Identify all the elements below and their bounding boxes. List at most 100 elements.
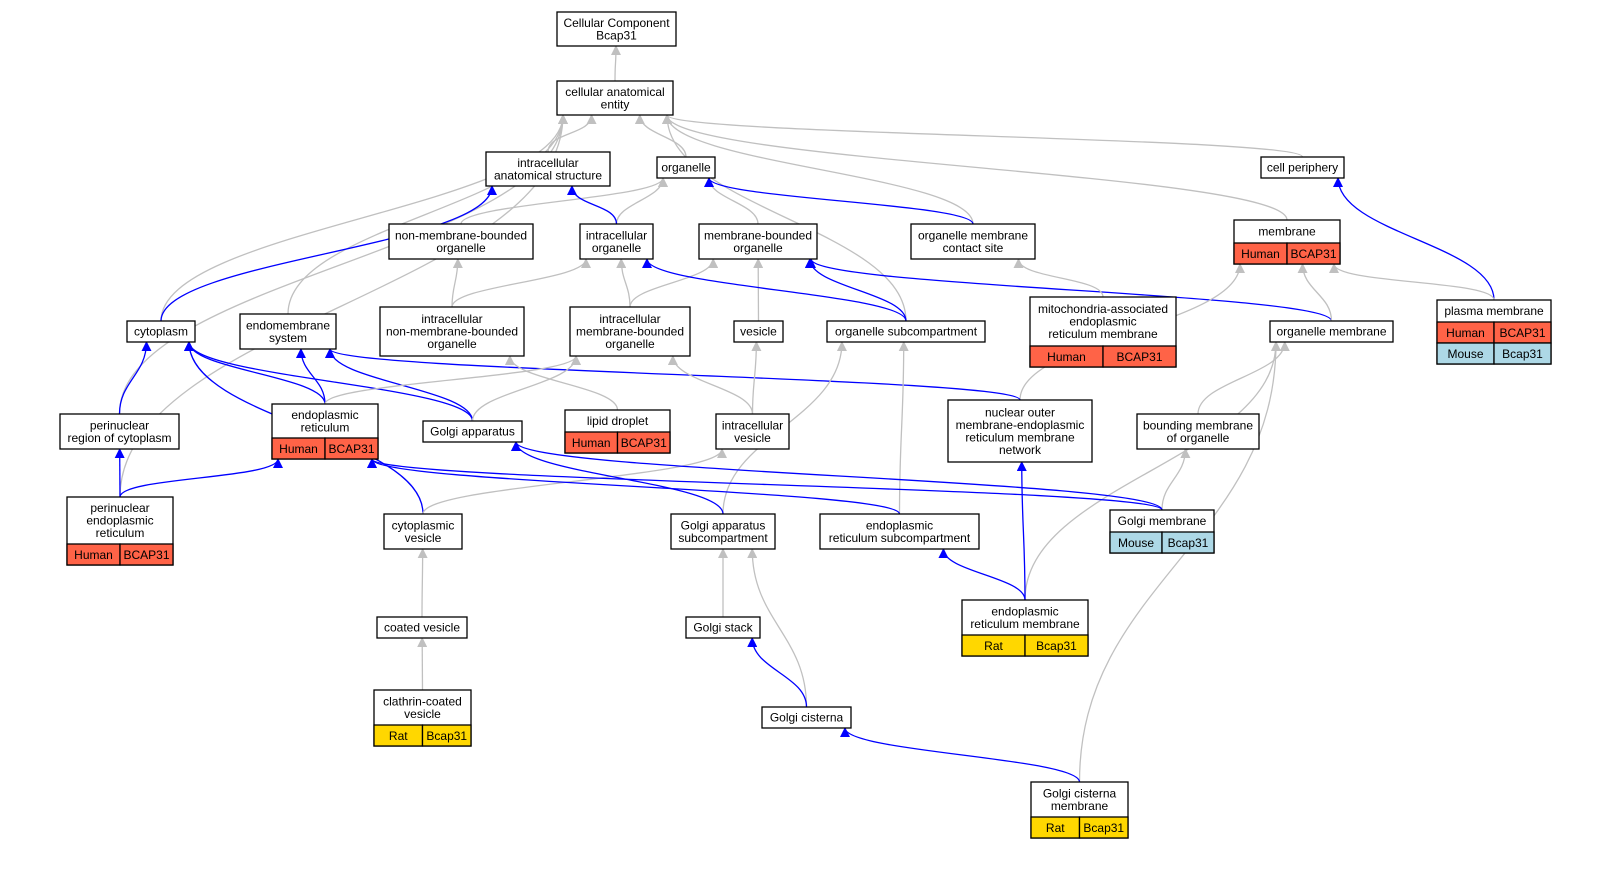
part-of-edge-osc-to-io bbox=[642, 258, 907, 322]
node-label-line: endoplasmic bbox=[866, 518, 933, 532]
species-label: Human bbox=[1047, 350, 1086, 364]
part-of-edge-per-to-er bbox=[119, 458, 283, 498]
is-a-edge-ems-to-cae bbox=[287, 114, 568, 315]
node-box bbox=[910, 223, 1036, 260]
node-label-line: contact site bbox=[943, 241, 1004, 255]
gene-cell bbox=[324, 437, 379, 460]
gene-cell bbox=[421, 724, 472, 747]
node-label-line: reticulum bbox=[96, 526, 145, 540]
is-a-edge-bmo-to-om bbox=[1197, 341, 1290, 415]
node-box bbox=[383, 513, 463, 550]
part-of-edge-cyto-to-ias bbox=[160, 185, 497, 322]
part-of-edge-nom-to-ems bbox=[325, 348, 1021, 401]
node-label-line: organelle subcompartment bbox=[835, 325, 978, 339]
node-label-line: subcompartment bbox=[678, 531, 768, 545]
is-a-edge-mam-to-omcs bbox=[1013, 258, 1104, 298]
node-label-line: reticulum membrane bbox=[965, 430, 1075, 444]
node-inmbo: intracellularnon-membrane-boundedorganel… bbox=[379, 306, 525, 357]
species-label: Human bbox=[279, 442, 318, 456]
node-label-line: region of cytoplasm bbox=[67, 431, 171, 445]
node-box bbox=[376, 616, 468, 639]
part-of-edge-gm-to-ga bbox=[511, 441, 1163, 511]
node-label-line: reticulum membrane bbox=[970, 617, 1080, 631]
node-label-line: lipid droplet bbox=[587, 414, 649, 428]
node-box bbox=[422, 420, 523, 443]
node-label-line: membrane-bounded bbox=[576, 325, 684, 339]
node-label-line: organelle bbox=[605, 337, 655, 351]
node-label-line: Cellular Component bbox=[563, 16, 670, 30]
node-om: organelle membrane bbox=[1269, 320, 1394, 343]
node-label-line: non-membrane-bounded bbox=[386, 325, 518, 339]
node-label-line: organelle bbox=[436, 241, 486, 255]
node-label-line: vesicle bbox=[740, 325, 777, 339]
node-label-line: Golgi cisterna bbox=[1043, 786, 1117, 800]
node-box bbox=[485, 151, 611, 187]
part-of-edge-prc-to-cyto bbox=[118, 341, 152, 415]
node-box bbox=[569, 306, 691, 357]
part-of-edge-gm-to-er bbox=[367, 458, 1163, 511]
node-label-line: perinuclear bbox=[90, 418, 149, 432]
node-label-line: of organelle bbox=[1167, 431, 1230, 445]
node-label-line: non-membrane-bounded bbox=[395, 228, 527, 242]
gene-label: Bcap31 bbox=[1036, 639, 1077, 653]
node-label-line: organelle bbox=[661, 161, 711, 175]
gene-cell bbox=[1286, 242, 1341, 265]
is-a-edge-ias-to-cae bbox=[547, 114, 597, 153]
node-box bbox=[698, 223, 818, 260]
node-label-line: membrane bbox=[1051, 799, 1109, 813]
gene-label: BCAP31 bbox=[123, 548, 169, 562]
node-box bbox=[579, 223, 654, 260]
part-of-edge-ga-to-cyto bbox=[184, 341, 474, 422]
node-label-line: mitochondria-associated bbox=[1038, 302, 1168, 316]
node-label-line: organelle membrane bbox=[918, 228, 1028, 242]
is-a-edge-pm-to-mem bbox=[1329, 263, 1495, 301]
part-of-edge-gasc-to-ga bbox=[511, 441, 724, 515]
is-a-edge-imbo-to-mbo bbox=[629, 258, 719, 308]
node-label-line: vesicle bbox=[405, 531, 442, 545]
gene-cell bbox=[616, 431, 671, 454]
node-label-line: Golgi membrane bbox=[1118, 514, 1207, 528]
node-box bbox=[1136, 413, 1260, 450]
gene-label: Bcap31 bbox=[1502, 347, 1543, 361]
species-label: Rat bbox=[1046, 821, 1065, 835]
node-box bbox=[126, 320, 196, 343]
is-a-edge-ersc-to-osc bbox=[898, 341, 909, 515]
node-box bbox=[761, 706, 852, 729]
node-box bbox=[1269, 320, 1394, 343]
gene-label: BCAP31 bbox=[328, 442, 374, 456]
node-label-line: reticulum bbox=[301, 420, 350, 434]
node-label-line: organelle bbox=[592, 241, 642, 255]
species-label: Human bbox=[572, 436, 611, 450]
is-a-edge-omcs-to-cae bbox=[662, 114, 974, 225]
node-label-line: organelle bbox=[427, 337, 477, 351]
part-of-edge-om-to-mbo bbox=[806, 258, 1333, 322]
node-label-line: Golgi stack bbox=[693, 621, 753, 635]
gene-cell bbox=[1493, 342, 1552, 365]
part-of-edge-erm-to-nom bbox=[1016, 461, 1027, 601]
node-label-line: endoplasmic bbox=[991, 604, 1058, 618]
node-label-line: intracellular bbox=[586, 228, 647, 242]
is-a-edge-nmbo-to-org bbox=[460, 177, 668, 225]
node-label-line: vesicle bbox=[734, 431, 771, 445]
species-label: Human bbox=[1241, 247, 1280, 261]
node-label-line: endomembrane bbox=[246, 318, 330, 332]
node-label-line: endoplasmic bbox=[1069, 315, 1136, 329]
part-of-edge-er-to-cyto bbox=[184, 341, 326, 405]
node-label-line: membrane-endoplasmic bbox=[956, 418, 1085, 432]
node-label-line: Golgi apparatus bbox=[681, 518, 766, 532]
gene-cell bbox=[1161, 531, 1215, 554]
is-a-edge-iv-to-imbo bbox=[667, 355, 754, 415]
node-osc: organelle subcompartment bbox=[826, 320, 986, 343]
gene-label: Bcap31 bbox=[1083, 821, 1124, 835]
node-box bbox=[826, 320, 986, 343]
